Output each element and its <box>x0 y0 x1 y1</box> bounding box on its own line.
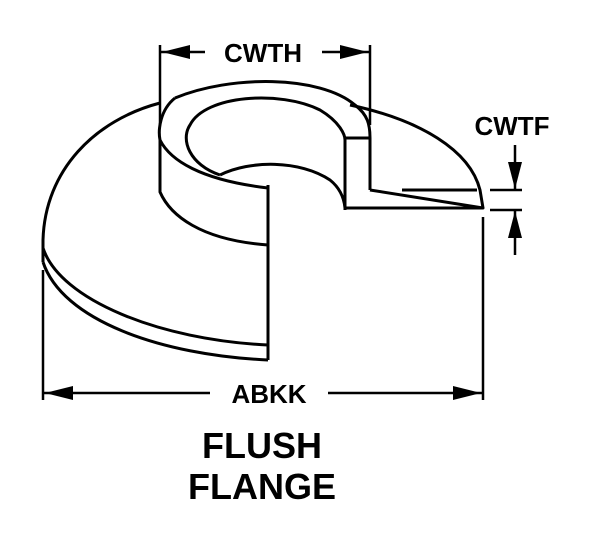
arrow-left-icon <box>162 45 190 59</box>
hub-inner-top <box>184 96 347 210</box>
flange-cut-notch <box>345 188 485 210</box>
dimension-cwtf: CWTF <box>474 111 550 400</box>
flange-drawing <box>41 80 485 362</box>
arrow-left-icon <box>45 386 73 400</box>
arrow-down-icon <box>508 162 522 189</box>
arrow-up-icon <box>508 211 522 238</box>
title-line-2: FLANGE <box>188 466 336 507</box>
diagram-title: FLUSH FLANGE <box>188 425 336 507</box>
arrow-right-icon <box>453 386 481 400</box>
dim-label-cwth: CWTH <box>224 38 302 68</box>
title-line-1: FLUSH <box>202 425 322 466</box>
dim-label-abkk: ABKK <box>231 379 306 409</box>
hub-top-front <box>158 139 269 190</box>
dimension-abkk: ABKK <box>41 270 483 409</box>
flange-bottom-edge-upper <box>41 247 269 347</box>
flange-back-right-edge <box>349 103 485 209</box>
hub-outer-left <box>157 96 269 247</box>
flange-bottom-edge-lower <box>41 261 269 362</box>
hub-inner-bottom <box>219 162 347 209</box>
flange-outer-edge <box>41 101 161 260</box>
hub-outer-top <box>174 80 372 190</box>
dimension-cwth: CWTH <box>158 38 372 125</box>
arrow-right-icon <box>340 45 368 59</box>
dim-label-cwtf: CWTF <box>474 111 549 141</box>
